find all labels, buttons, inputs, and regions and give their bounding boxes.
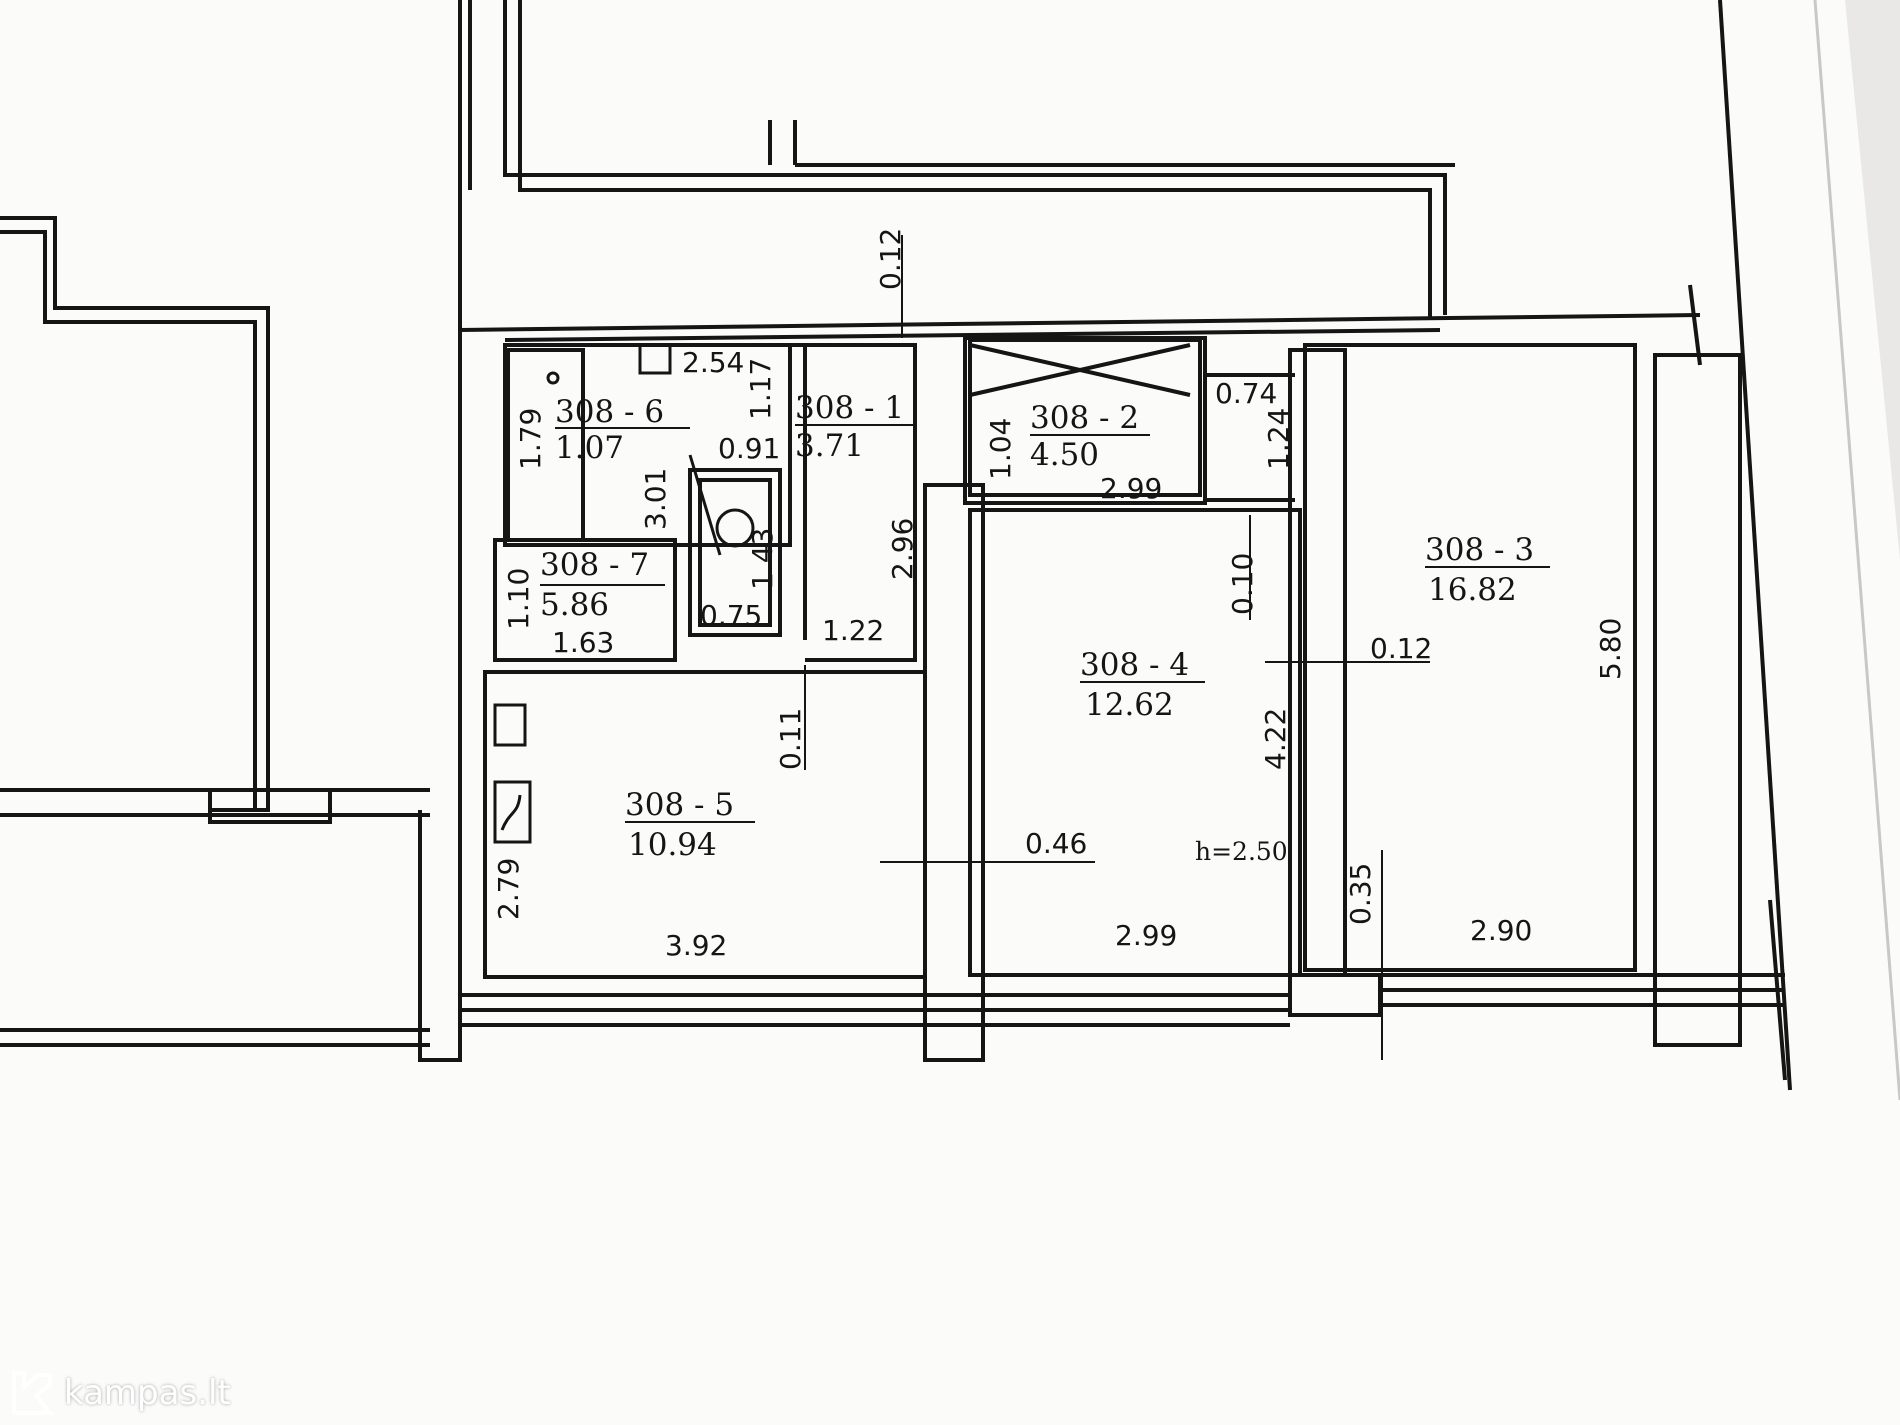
dim-bath-width: 2.54 (682, 346, 744, 379)
room-id-308-6: 308 - 6 (555, 394, 664, 430)
room-id-308-7: 308 - 7 (540, 547, 649, 583)
room-area-308-7: 5.86 (540, 587, 609, 623)
dim-room4-width: 2.99 (1115, 919, 1177, 952)
dim-room5-height: 2.79 (492, 858, 525, 920)
ceiling-height-note: h=2.50 (1195, 837, 1288, 866)
room-area-308-6: 1.07 (555, 430, 624, 466)
dimension-labels: 0.12 2.54 1.17 1.79 0.91 3.01 0.74 1.24 … (492, 228, 1627, 1060)
dim-bath-door: 0.91 (718, 432, 780, 465)
stove-icon (493, 780, 532, 844)
dim-room5-width: 3.92 (665, 929, 727, 962)
dim-tub-length: 1.79 (514, 408, 547, 470)
dim-room7-width: 1.63 (552, 626, 614, 659)
dim-room3-width: 2.90 (1470, 914, 1532, 947)
dim-hall-width: 1.22 (822, 614, 884, 647)
dim-partition-012: 0.12 (1370, 632, 1432, 665)
room-area-308-2: 4.50 (1030, 437, 1099, 473)
paper-edge (1813, 0, 1900, 1101)
dim-storage-side: 0.74 (1215, 377, 1277, 410)
room-labels: 308 - 6 1.07 308 - 1 3.71 308 - 2 4.50 3… (540, 390, 1550, 866)
dim-room4-height: 4.22 (1259, 708, 1292, 770)
stove-burner-icon (500, 794, 522, 831)
sink-icon (493, 703, 527, 747)
walls (0, 0, 1787, 1081)
room-id-308-2: 308 - 2 (1030, 400, 1139, 436)
fixtures (493, 343, 755, 844)
tub-drain-icon (546, 371, 560, 385)
room-area-308-5: 10.94 (628, 827, 717, 863)
dim-wall-046: 0.46 (1025, 827, 1087, 860)
dim-storage-side-height: 1.24 (1262, 408, 1295, 470)
dim-bath-depth: 1.17 (744, 358, 777, 420)
dim-storage-height: 1.04 (984, 418, 1017, 480)
dim-wc-length: 1.43 (746, 528, 779, 590)
room-area-308-1: 3.71 (795, 428, 864, 464)
dim-wall-011: 0.11 (774, 708, 807, 770)
frame-border (1718, 0, 1792, 1091)
dim-bath-height: 3.01 (639, 468, 672, 530)
dim-room3-length: 5.80 (1594, 618, 1627, 680)
room-id-308-5: 308 - 5 (625, 787, 734, 823)
sink-icon (638, 343, 672, 375)
room-id-308-4: 308 - 4 (1080, 647, 1189, 683)
dim-room7-height: 1.10 (502, 568, 535, 630)
room-area-308-4: 12.62 (1085, 687, 1174, 723)
dim-hall-length: 2.96 (886, 518, 919, 580)
dim-storage-width: 2.99 (1100, 472, 1162, 505)
toilet-icon (715, 508, 755, 548)
kampas-watermark: kampas.lt (8, 1368, 231, 1418)
watermark-text: kampas.lt (64, 1373, 231, 1413)
dim-wc-width: 0.75 (700, 599, 762, 632)
room-area-308-3: 16.82 (1428, 572, 1517, 608)
room-id-308-1: 308 - 1 (795, 390, 904, 426)
house-logo-icon (12, 1371, 55, 1415)
dim-window-035: 0.35 (1344, 863, 1377, 925)
dim-wall-010: 0.10 (1226, 553, 1259, 615)
room-id-308-3: 308 - 3 (1425, 532, 1534, 568)
